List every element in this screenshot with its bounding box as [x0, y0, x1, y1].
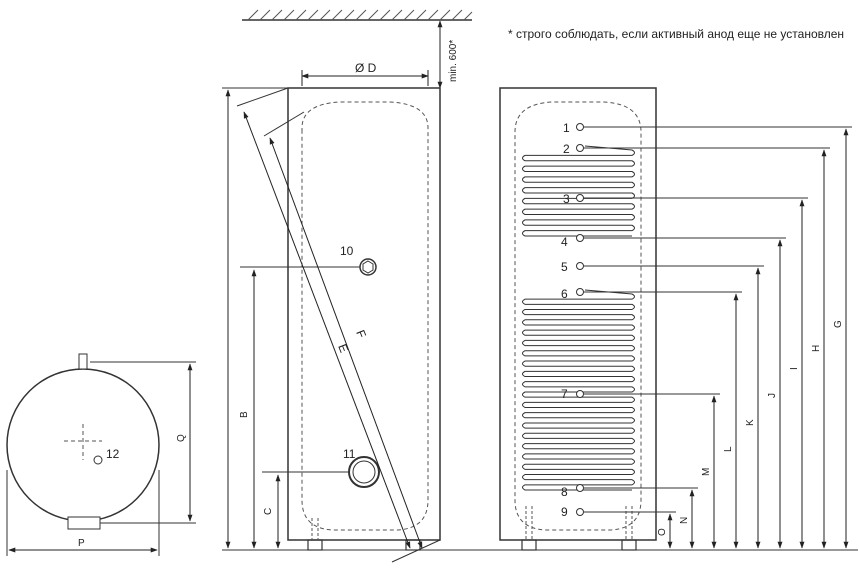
svg-text:Q: Q	[176, 434, 187, 442]
ceiling-clearance-dimension: min. 600*	[437, 20, 459, 89]
conn-label-2: 2	[563, 142, 570, 156]
connection-11: 11	[262, 447, 380, 488]
svg-text:11: 11	[343, 447, 356, 461]
svg-text:P: P	[78, 538, 85, 549]
dimension-g: G	[833, 320, 844, 328]
ceiling	[242, 9, 473, 21]
conn-label-4: 4	[561, 235, 568, 249]
overall-height-line	[222, 87, 288, 549]
svg-text:min. 600*: min. 600*	[448, 40, 459, 82]
dimension-c: C	[263, 474, 281, 549]
svg-text:12: 12	[106, 447, 120, 461]
dimension-n: N	[679, 517, 690, 524]
upper-heating-coil	[522, 145, 635, 237]
dimension-k: K	[745, 419, 756, 426]
dimension-o: O	[657, 528, 668, 536]
dimension-i: I	[789, 367, 800, 370]
dimension-j: J	[767, 393, 778, 398]
svg-text:C: C	[263, 508, 274, 515]
dimension-q: Q	[90, 361, 196, 524]
svg-text:Ø D: Ø D	[355, 61, 377, 75]
conn-label-6: 6	[561, 287, 568, 301]
front-view-tank	[499, 87, 657, 551]
conn-label-8: 8	[561, 485, 568, 499]
connection-10: 10	[240, 244, 377, 276]
dimension-b: B	[239, 269, 257, 549]
tilt-diagonals: E F	[236, 87, 441, 563]
dimension-h: H	[811, 345, 822, 352]
dimension-l: L	[723, 446, 734, 452]
conn-label-1: 1	[563, 121, 570, 135]
top-view-tank: 12	[6, 353, 160, 530]
conn-label-3: 3	[563, 192, 570, 206]
dimension-p: P	[6, 470, 160, 556]
lower-heating-coil	[522, 289, 635, 491]
svg-text:B: B	[239, 411, 250, 418]
svg-text:10: 10	[340, 244, 354, 258]
svg-text:F: F	[353, 328, 369, 340]
conn-label-7: 7	[561, 387, 568, 401]
front-height-dimensions: G H I J K L M N O	[657, 128, 849, 549]
conn-label-5: 5	[561, 260, 568, 274]
svg-text:E: E	[335, 342, 351, 355]
dimension-m: M	[701, 468, 712, 476]
conn-label-9: 9	[561, 505, 568, 519]
front-connections: 1 2 3 4 5 6 7 8 9	[561, 121, 852, 519]
diameter-dimension: Ø D	[301, 61, 429, 86]
installation-note: * строго соблюдать, если активный анод е…	[508, 27, 845, 41]
